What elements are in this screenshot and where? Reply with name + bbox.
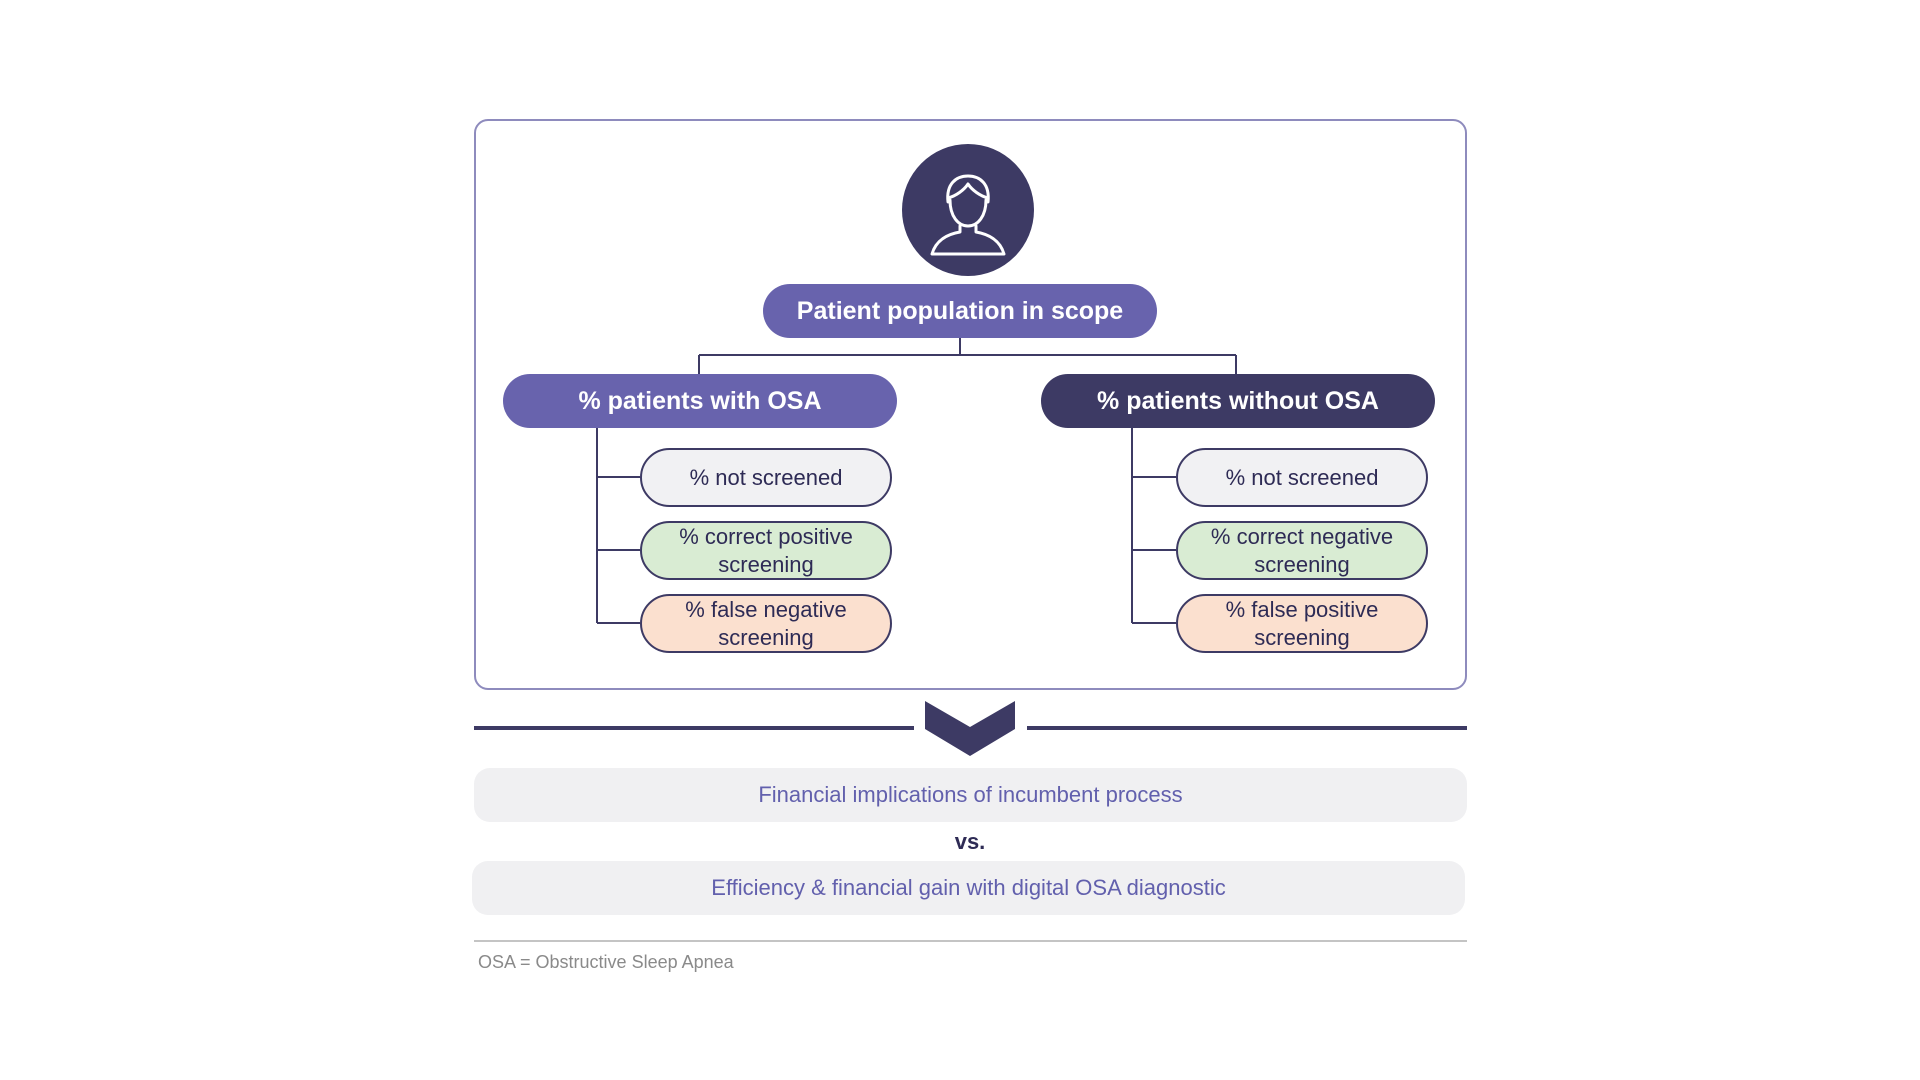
branch-without-osa: % patients without OSA: [1041, 374, 1435, 428]
divider-left: [474, 726, 914, 730]
right-correct-negative: % correct negative screening: [1176, 521, 1428, 580]
left-false-negative: % false negative screening: [640, 594, 892, 653]
branch-with-osa: % patients with OSA: [503, 374, 897, 428]
footnote: OSA = Obstructive Sleep Apnea: [478, 952, 734, 972]
left-correct-positive: % correct positive screening: [640, 521, 892, 580]
vs-label: vs.: [954, 829, 986, 854]
right-false-positive: % false positive screening: [1176, 594, 1428, 653]
right-not-screened: % not screened: [1176, 448, 1428, 507]
left-not-screened: % not screened: [640, 448, 892, 507]
diagram-frame: [474, 119, 1467, 690]
digital-diagnostic-band: Efficiency & financial gain with digital…: [472, 861, 1465, 915]
footnote-divider: [474, 940, 1467, 942]
root-node: Patient population in scope: [763, 284, 1157, 338]
divider-right: [1027, 726, 1467, 730]
person-icon: [902, 144, 1034, 276]
chevron-down-icon: [925, 701, 1015, 756]
incumbent-process-band: Financial implications of incumbent proc…: [474, 768, 1467, 822]
